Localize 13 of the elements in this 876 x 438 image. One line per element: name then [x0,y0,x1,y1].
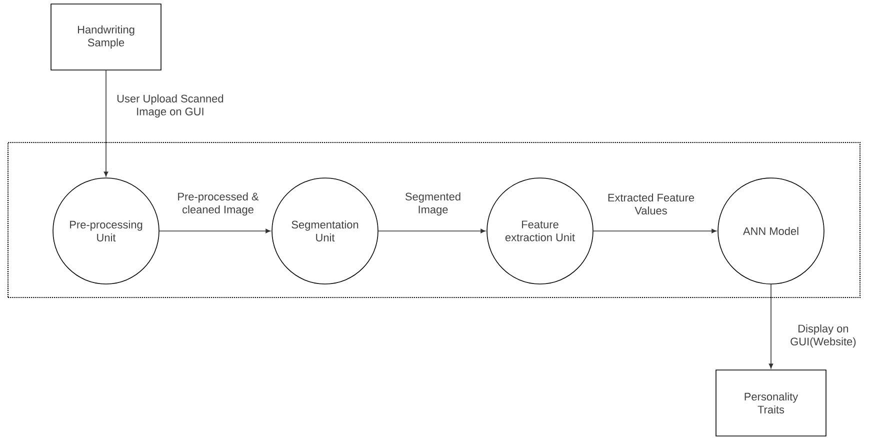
dotted-frame [7,142,861,298]
entity-box: Personality Traits [716,370,826,436]
arrow [104,70,108,176]
arrow [378,228,486,234]
edge-label: Extracted Feature Values [608,194,694,214]
edge-label: User Upload Scanned Image on GUI [117,94,224,118]
edge-label: Pre-processed & cleaned Image [178,192,259,216]
arrow [768,284,774,368]
edge-label: Display on GUI(Website) [790,324,856,348]
arrow [159,228,271,234]
entity-box: Handwriting Sample [50,4,162,70]
arrow [593,228,717,234]
edge-label: Segmented Image [405,192,460,216]
